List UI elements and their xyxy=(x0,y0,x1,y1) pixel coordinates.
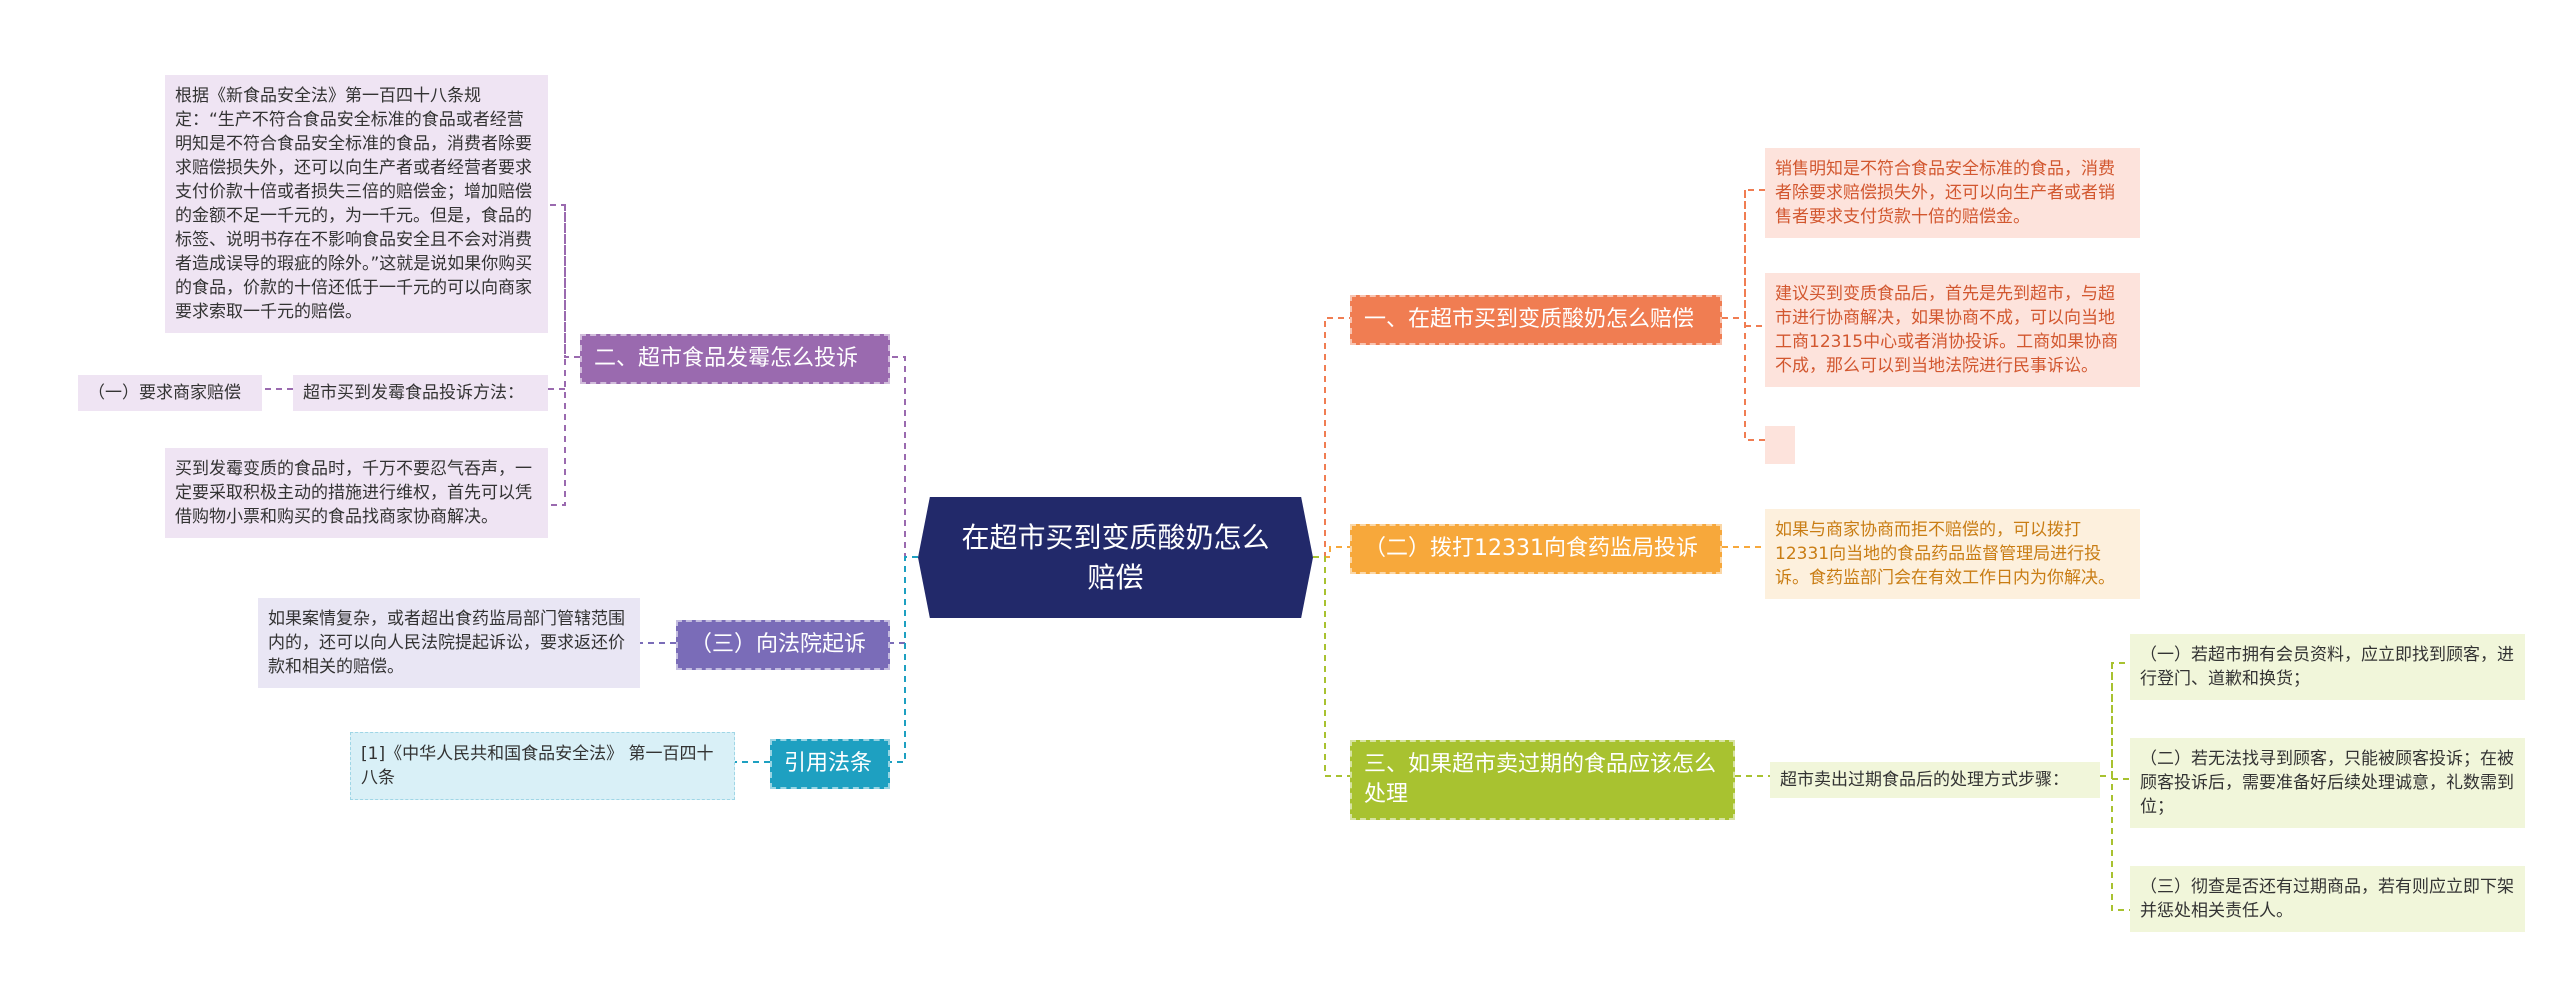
branch-1-leaf-3-empty[interactable] xyxy=(1765,426,1795,464)
left-branch-1-mid-child-text: （一）要求商家赔偿 xyxy=(88,383,241,403)
connector-left1-leaves xyxy=(548,204,580,506)
left-branch-1-label: 二、超市食品发霉怎么投诉 xyxy=(594,346,859,371)
connector-center-to-branch1 xyxy=(1313,317,1350,558)
left-branch-2[interactable]: （三）向法院起诉 xyxy=(676,620,890,670)
branch-3-mid[interactable]: 超市卖出过期食品后的处理方式步骤： xyxy=(1770,762,2100,798)
left-branch-1[interactable]: 二、超市食品发霉怎么投诉 xyxy=(580,334,890,384)
branch-3-mid-text: 超市卖出过期食品后的处理方式步骤： xyxy=(1780,770,2069,790)
connector-center-to-left3 xyxy=(890,556,918,763)
branch-1-leaf-2-text: 建议买到变质食品后，首先是先到超市，与超市进行协商解决，如果协商不成，可以向当地… xyxy=(1775,284,2119,376)
branch-3-leaf-2-text: （二）若无法找寻到顾客，只能被顾客投诉；在被顾客投诉后，需要准备好后续处理诚意，… xyxy=(2140,749,2514,817)
left-branch-1-leaf-2[interactable]: 买到发霉变质的食品时，千万不要忍气吞声，一定要采取积极主动的措施进行维权，首先可… xyxy=(165,448,548,538)
connector-branch1-leaves xyxy=(1722,189,1765,441)
central-topic[interactable]: 在超市买到变质酸奶怎么赔偿 xyxy=(918,497,1313,618)
left-branch-1-leaf-1[interactable]: 根据《新食品安全法》第一百四十八条规定：“生产不符合食品安全标准的食品或者经营明… xyxy=(165,75,548,333)
left-branch-3-leaf-1[interactable]: [1]《中华人民共和国食品安全法》 第一百四十八条 xyxy=(350,732,735,800)
left-branch-3[interactable]: 引用法条 xyxy=(770,739,890,789)
branch-1-leaf-2[interactable]: 建议买到变质食品后，首先是先到超市，与超市进行协商解决，如果协商不成，可以向当地… xyxy=(1765,273,2140,387)
branch-3-leaf-1[interactable]: （一）若超市拥有会员资料，应立即找到顾客，进行登门、道歉和换货； xyxy=(2130,634,2525,700)
connector-center-to-branch3 xyxy=(1313,556,1350,777)
left-branch-1-leaf-2-text: 买到发霉变质的食品时，千万不要忍气吞声，一定要采取积极主动的措施进行维权，首先可… xyxy=(175,459,532,527)
branch-3-leaf-2[interactable]: （二）若无法找寻到顾客，只能被顾客投诉；在被顾客投诉后，需要准备好后续处理诚意，… xyxy=(2130,738,2525,828)
branch-3-leaf-3[interactable]: （三）彻查是否还有过期商品，若有则应立即下架并惩处相关责任人。 xyxy=(2130,866,2525,932)
branch-1-leaf-1[interactable]: 销售明知是不符合食品安全标准的食品，消费者除要求赔偿损失外，还可以向生产者或者销… xyxy=(1765,148,2140,238)
branch-1-label: 一、在超市买到变质酸奶怎么赔偿 xyxy=(1364,307,1695,332)
left-branch-1-leaf-1-text: 根据《新食品安全法》第一百四十八条规定：“生产不符合食品安全标准的食品或者经营明… xyxy=(175,86,533,322)
left-branch-2-leaf-1-text: 如果案情复杂，或者超出食药监局部门管辖范围内的，还可以向人民法院提起诉讼，要求返… xyxy=(268,609,625,677)
branch-3-label: 三、如果超市卖过期的食品应该怎么处理 xyxy=(1364,752,1717,807)
branch-3[interactable]: 三、如果超市卖过期的食品应该怎么处理 xyxy=(1350,740,1735,820)
left-branch-3-leaf-1-text: [1]《中华人民共和国食品安全法》 第一百四十八条 xyxy=(361,744,714,788)
left-branch-2-leaf-1[interactable]: 如果案情复杂，或者超出食药监局部门管辖范围内的，还可以向人民法院提起诉讼，要求返… xyxy=(258,598,640,688)
branch-1[interactable]: 一、在超市买到变质酸奶怎么赔偿 xyxy=(1350,295,1722,345)
branch-3-leaf-3-text: （三）彻查是否还有过期商品，若有则应立即下架并惩处相关责任人。 xyxy=(2140,877,2514,921)
connector-center-to-branch2 xyxy=(1313,546,1350,558)
branch-2-leaf-1-text: 如果与商家协商而拒不赔偿的，可以拨打12331向当地的食品药品监督管理局进行投诉… xyxy=(1775,520,2115,588)
left-branch-1-mid-text: 超市买到发霉食品投诉方法： xyxy=(303,383,524,403)
branch-2-label: （二）拨打12331向食药监局投诉 xyxy=(1364,536,1698,561)
connector-mid3-leaves xyxy=(2100,662,2130,911)
branch-2[interactable]: （二）拨打12331向食药监局投诉 xyxy=(1350,524,1722,574)
branch-3-leaf-1-text: （一）若超市拥有会员资料，应立即找到顾客，进行登门、道歉和换货； xyxy=(2140,645,2514,689)
branch-2-leaf-1[interactable]: 如果与商家协商而拒不赔偿的，可以拨打12331向当地的食品药品监督管理局进行投诉… xyxy=(1765,509,2140,599)
central-topic-label: 在超市买到变质酸奶怎么赔偿 xyxy=(961,520,1270,594)
branch-1-leaf-1-text: 销售明知是不符合食品安全标准的食品，消费者除要求赔偿损失外，还可以向生产者或者销… xyxy=(1775,159,2115,227)
connector-center-to-left1 xyxy=(890,356,918,558)
left-branch-2-label: （三）向法院起诉 xyxy=(690,632,867,657)
left-branch-3-label: 引用法条 xyxy=(784,751,873,776)
left-branch-1-mid[interactable]: 超市买到发霉食品投诉方法： xyxy=(293,375,548,411)
left-branch-1-mid-child[interactable]: （一）要求商家赔偿 xyxy=(78,375,262,411)
